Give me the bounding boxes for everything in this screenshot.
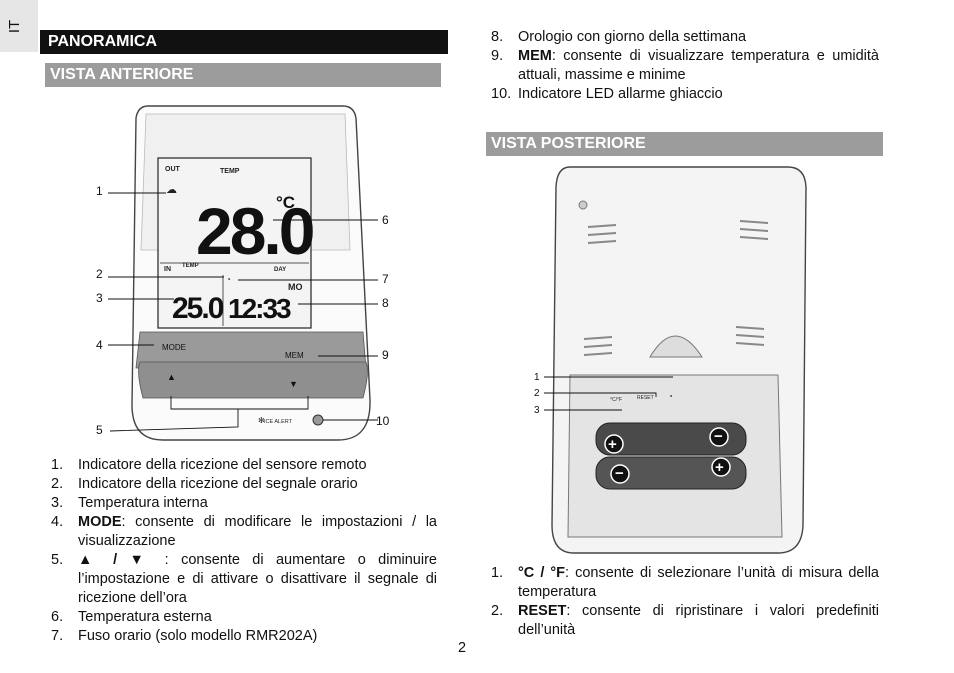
- back-callout-3: 3: [534, 405, 540, 416]
- lcd-in-temp-label: TEMP: [182, 263, 199, 269]
- callout-4: 4: [96, 338, 103, 352]
- lcd-day: MO: [288, 282, 303, 292]
- back-view-legend-list: 1.°C / °F: consente di selezionare l’uni…: [491, 564, 879, 640]
- front-view-legend-list: 1.Indicatore della ricezione del sensore…: [51, 456, 437, 646]
- reset-label: RESET: [637, 395, 654, 401]
- stand-recess: [649, 335, 703, 358]
- list-item: 3.Temperatura interna: [51, 495, 208, 511]
- down-arrow-icon: ▼: [289, 379, 298, 389]
- svg-text:−: −: [714, 428, 723, 445]
- lcd-in-label: IN: [164, 266, 171, 273]
- list-item: 2.Indicatore della ricezione del segnale…: [51, 476, 358, 492]
- lcd-outdoor-temp: 28.0: [196, 194, 313, 268]
- list-item: 9.MEM: consente di visualizzare temperat…: [491, 48, 879, 83]
- battery-compartment: [567, 374, 783, 538]
- lcd-indoor-temp: 25.0: [172, 292, 224, 325]
- mem-button-label: MEM: [285, 351, 304, 360]
- up-arrow-icon: ▲: [167, 372, 176, 382]
- callout-3: 3: [96, 291, 103, 305]
- language-tab-label: IT: [6, 19, 24, 34]
- battery-top: [595, 422, 747, 456]
- list-item: 8.Orologio con giorno della settimana: [491, 29, 747, 45]
- back-callout-2: 2: [534, 388, 540, 399]
- front-view-heading: VISTA ANTERIORE: [45, 63, 441, 87]
- sensor-reception-icon: ☁: [166, 184, 177, 196]
- front-view-legend-list-continued: 8.Orologio con giorno della settimana 9.…: [491, 28, 879, 104]
- callout-1: 1: [96, 184, 103, 198]
- list-item: 1.°C / °F: consente di selezionare l’uni…: [491, 565, 879, 600]
- minus-terminal-icon-2: [610, 464, 630, 484]
- callout-5: 5: [96, 423, 103, 437]
- ice-alert-led: [312, 414, 324, 426]
- page-number: 2: [458, 640, 467, 656]
- list-item: 4.MODE: consente di modificare le impost…: [51, 514, 437, 549]
- callout-7: 7: [382, 272, 389, 286]
- language-tab: IT: [0, 0, 38, 52]
- svg-text:−: −: [615, 465, 624, 482]
- plus-terminal-icon: [604, 434, 624, 454]
- list-item: 5.▲ / ▼ : consente di aumentare o diminu…: [51, 552, 437, 606]
- list-item: 7.Fuso orario (solo modello RMR202A): [51, 628, 318, 644]
- up-down-button-strip: [138, 361, 368, 399]
- mode-button-label: MODE: [162, 343, 186, 352]
- time-zone-switch-icon: ◔: [668, 392, 673, 401]
- callout-2: 2: [96, 267, 103, 281]
- list-item: 1.Indicatore della ricezione del sensore…: [51, 457, 367, 473]
- callout-8: 8: [382, 296, 389, 310]
- list-item: 2.RESET: consente di ripristinare i valo…: [491, 603, 879, 638]
- lcd-clock: 12:33: [228, 293, 291, 324]
- battery-bottom: [595, 456, 747, 490]
- svg-text:+: +: [608, 436, 617, 453]
- callout-9: 9: [382, 348, 389, 362]
- overview-heading: PANORAMICA: [40, 30, 448, 54]
- unit-switch-label: °C/°F: [610, 397, 622, 403]
- svg-text:+: +: [715, 459, 724, 476]
- callout-6: 6: [382, 213, 389, 227]
- snowflake-icon: ✻: [258, 416, 265, 425]
- back-view-heading: VISTA POSTERIORE: [486, 132, 883, 156]
- back-callout-1: 1: [534, 372, 540, 383]
- lcd-temp-label: TEMP: [220, 168, 240, 175]
- lcd-out-label: OUT: [165, 166, 181, 173]
- lcd-weekday-label: DAY: [274, 267, 286, 273]
- front-view-diagram: OUT TEMP ☁ 28.0 °C IN TEMP DAY ◔ 25.0 MO…: [96, 105, 390, 441]
- time-signal-icon: ◔: [226, 275, 231, 284]
- lcd-unit: °C: [276, 193, 295, 212]
- back-view-diagram: + − − + °C/°F RESET ◔ 1 2 3: [534, 166, 807, 554]
- ice-alert-label: ICE ALERT: [264, 419, 293, 425]
- list-item: 6.Temperatura esterna: [51, 609, 212, 625]
- list-item: 10.Indicatore LED allarme ghiaccio: [491, 86, 723, 102]
- minus-terminal-icon: [709, 427, 729, 447]
- lcd-screen: [157, 157, 312, 329]
- plus-terminal-icon-2: [711, 457, 731, 477]
- callout-10: 10: [376, 414, 390, 428]
